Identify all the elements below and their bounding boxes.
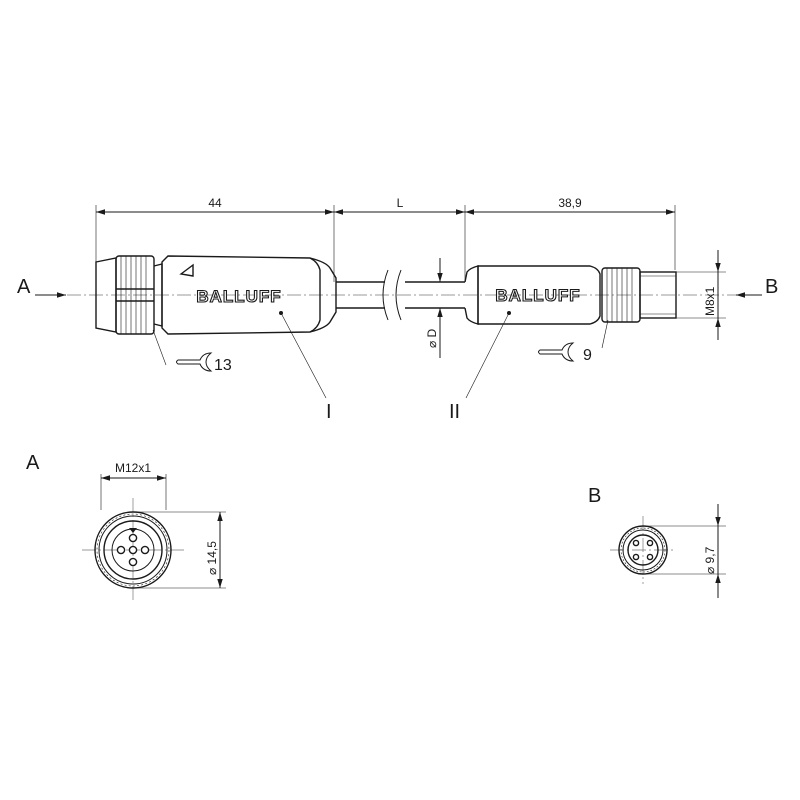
view-arrow-b-label: B	[765, 276, 778, 298]
cable-diameter-label: ⌀ D	[425, 328, 439, 348]
left-wrench-size: 13	[214, 357, 232, 374]
callout-one: I	[279, 311, 332, 423]
view-b: B ⌀ 9,7	[588, 485, 726, 598]
cable: ⌀ D	[336, 258, 465, 358]
view-arrow-b: B	[736, 276, 778, 298]
view-a: A M12x1 ⌀ 14,5	[26, 452, 226, 602]
view-arrow-a: A	[17, 276, 66, 298]
left-wrench: 13	[152, 329, 232, 374]
thread-m12-label: M12x1	[115, 461, 151, 475]
left-brand-logo: BALLUFF	[196, 287, 281, 306]
right-brand-logo: BALLUFF	[495, 286, 580, 305]
cable-break-right	[395, 269, 402, 321]
dim-label-cable-length: L	[397, 196, 404, 210]
right-connector: BALLUFF M8x1	[464, 250, 726, 340]
right-wrench-size: 9	[583, 347, 592, 364]
left-connector: BALLUFF	[95, 255, 337, 335]
view-b-title: B	[588, 485, 601, 507]
view-arrow-a-label: A	[17, 276, 31, 298]
cable-break-left	[382, 269, 389, 321]
wrench-icon	[538, 342, 575, 362]
dim-label-right-length: 38,9	[558, 196, 582, 210]
diameter-a-label: ⌀ 14,5	[205, 541, 219, 575]
dim-label-left-length: 44	[208, 196, 222, 210]
callout-two-label: II	[449, 401, 460, 423]
callout-one-label: I	[326, 401, 332, 423]
wrench-icon	[176, 352, 213, 372]
view-a-title: A	[26, 452, 40, 474]
right-wrench: 9	[538, 319, 609, 364]
top-dimensions: 44 L 38,9	[95, 196, 676, 282]
callout-two: II	[449, 311, 511, 423]
diameter-b-label: ⌀ 9,7	[703, 546, 717, 574]
orientation-triangle-icon	[179, 263, 194, 277]
thread-m8-label: M8x1	[703, 286, 717, 316]
